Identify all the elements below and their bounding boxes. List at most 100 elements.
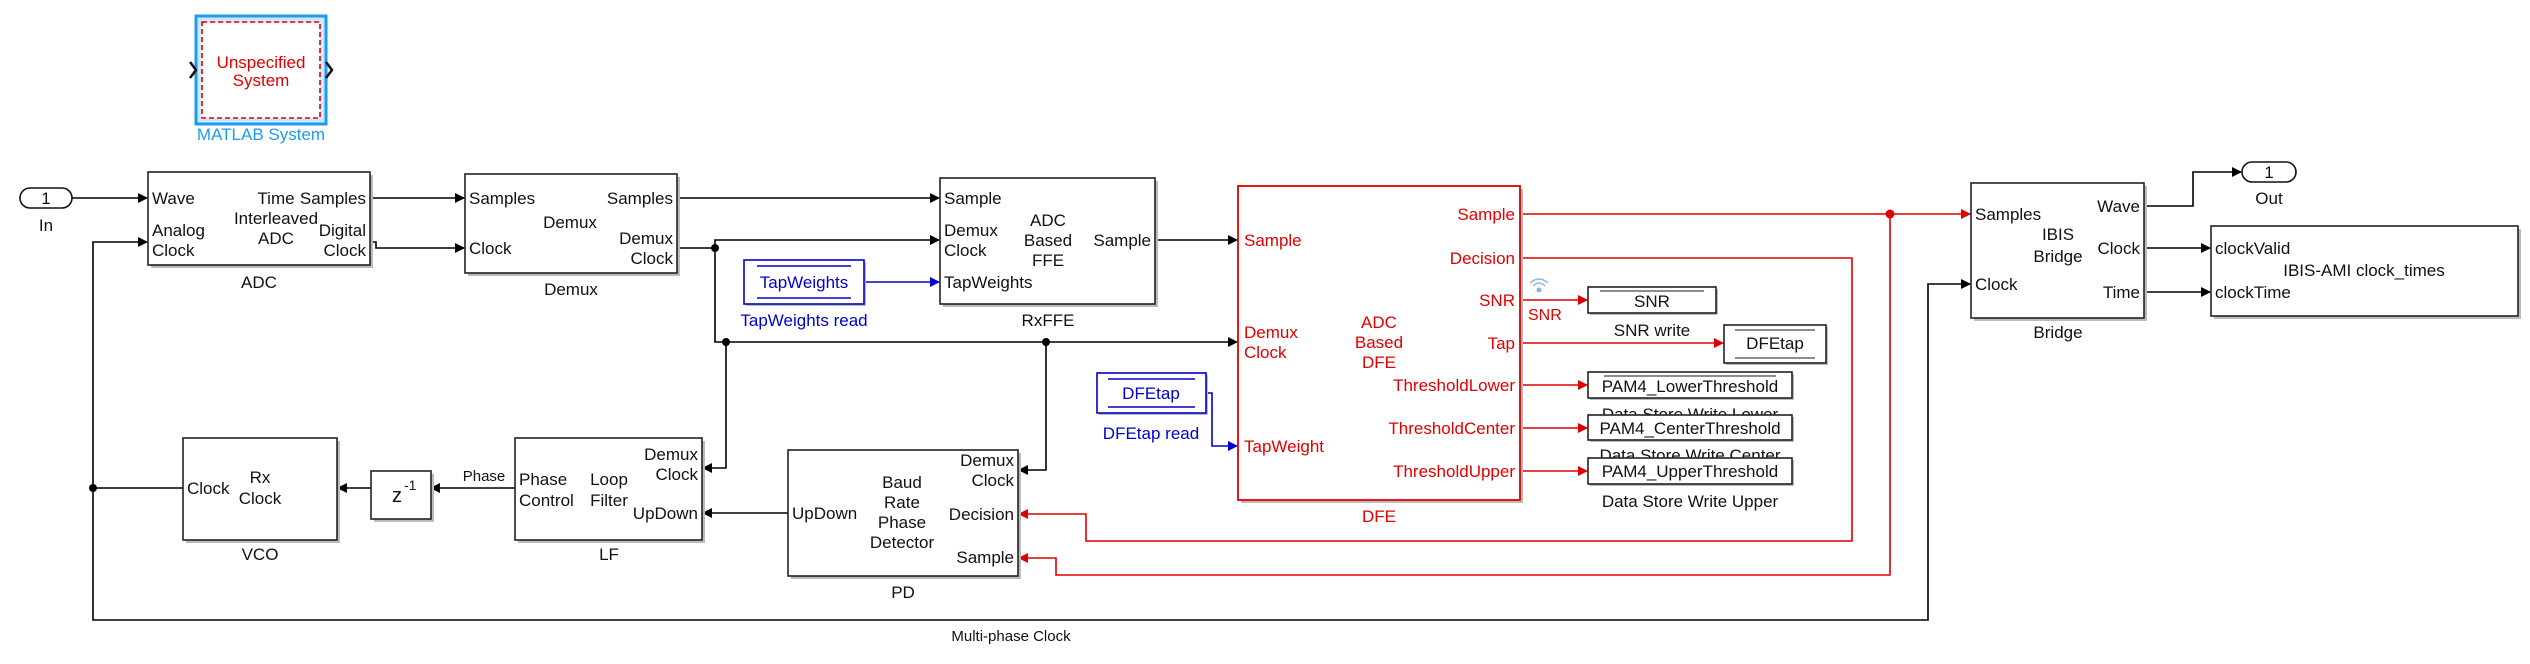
port-label: UpDown <box>792 504 857 523</box>
ds-write-upper-block[interactable]: PAM4_UpperThreshold <box>1587 457 1794 486</box>
datastore-name: PAM4_UpperThreshold <box>1602 462 1778 481</box>
bridge-label: Bridge <box>2033 323 2082 342</box>
block-title: Demux <box>543 213 597 232</box>
port-label: Analog <box>152 221 205 240</box>
port-label: TapWeights <box>944 273 1033 292</box>
port-label: Clock <box>187 479 230 498</box>
signal-logging-icon[interactable] <box>1529 278 1549 293</box>
dfetap-write-block[interactable]: DFEtap <box>1723 324 1828 365</box>
port-label: Time <box>2103 283 2140 302</box>
port-label: Sample <box>1244 231 1302 250</box>
rxffe-label: RxFFE <box>1022 311 1075 330</box>
block-title: Bridge <box>2033 247 2082 266</box>
clock-times-block[interactable]: clockValid clockTime IBIS-AMI clock_time… <box>2210 225 2521 319</box>
port-label: Wave <box>2097 197 2140 216</box>
port-label: Samples <box>1975 205 2041 224</box>
port-label: Demux <box>960 451 1014 470</box>
snr-signal-label: SNR <box>1528 307 1562 324</box>
datastore-name: DFEtap <box>1746 334 1804 353</box>
port-label: Demux <box>619 229 673 248</box>
matlab-system-text: System <box>233 71 290 90</box>
port-label: Sample <box>1093 231 1151 250</box>
adc-label: ADC <box>241 273 277 292</box>
datastore-name: SNR <box>1634 292 1670 311</box>
block-title: IBIS <box>2042 225 2074 244</box>
tapweights-read-label: TapWeights read <box>740 311 867 330</box>
block-title: Clock <box>239 489 282 508</box>
vco-block[interactable]: Clock Rx Clock <box>182 437 340 543</box>
port-label: UpDown <box>633 504 698 523</box>
port-label: ThresholdUpper <box>1393 462 1515 481</box>
datastore-name: TapWeights <box>760 273 849 292</box>
block-title: Baud <box>882 473 922 492</box>
port-label: Demux <box>1244 323 1298 342</box>
block-title: ADC <box>258 229 294 248</box>
dfetap-read-block[interactable]: DFEtap <box>1096 372 1208 415</box>
port-label: Clock <box>152 241 195 260</box>
block-title: Based <box>1024 231 1072 250</box>
block-title: Loop <box>590 470 628 489</box>
outport-out[interactable]: 1 <box>2241 161 2297 183</box>
unit-delay-block[interactable]: z -1 <box>370 470 434 522</box>
block-title: Rx <box>250 468 271 487</box>
bridge-block[interactable]: Samples Clock IBIS Bridge Wave Clock Tim… <box>1970 182 2147 321</box>
port-label: TapWeight <box>1244 437 1324 456</box>
port-label: SNR <box>1479 291 1515 310</box>
delay-exponent: -1 <box>404 477 417 493</box>
block-title: IBIS-AMI clock_times <box>2283 261 2445 280</box>
rxffe-block[interactable]: Sample Demux Clock TapWeights ADC Based … <box>939 177 1158 307</box>
lf-block[interactable]: Phase Control Loop Filter Demux Clock Up… <box>514 437 705 543</box>
port-label: Samples <box>607 189 673 208</box>
port-label: clockValid <box>2215 239 2290 258</box>
dfetap-read-label: DFEtap read <box>1103 424 1199 443</box>
datastore-name: PAM4_LowerThreshold <box>1602 377 1778 396</box>
port-label: Clock <box>630 249 673 268</box>
port-label: Control <box>519 491 574 510</box>
tapweights-read-block[interactable]: TapWeights <box>743 259 866 306</box>
snr-write-block[interactable]: SNR <box>1587 286 1718 315</box>
multiphase-clock-label: Multi-phase Clock <box>951 628 1071 645</box>
port-label: Clock <box>1975 275 2018 294</box>
demux-label: Demux <box>544 280 598 299</box>
ds-write-lower-block[interactable]: PAM4_LowerThreshold <box>1587 371 1794 400</box>
block-title: Phase <box>878 513 926 532</box>
phase-signal-label: Phase <box>463 468 506 485</box>
vco-label: VCO <box>242 545 279 564</box>
port-label: Phase <box>519 470 567 489</box>
ds-write-center-block[interactable]: PAM4_CenterThreshold <box>1587 414 1794 442</box>
port-label: Clock <box>1244 343 1287 362</box>
port-label: Clock <box>469 239 512 258</box>
input-port-chevron-icon <box>189 61 198 79</box>
inport-in[interactable]: 1 <box>19 187 73 209</box>
delay-z: z <box>392 485 402 507</box>
port-label: Tap <box>1488 334 1515 353</box>
block-title: Time <box>257 189 294 208</box>
inport-number: 1 <box>41 189 50 208</box>
matlab-system-block[interactable]: Unspecified System <box>189 14 334 126</box>
port-label: Digital <box>319 221 366 240</box>
port-label: Clock <box>2097 239 2140 258</box>
port-label: Sample <box>956 548 1014 567</box>
pd-block[interactable]: UpDown Baud Rate Phase Detector Demux Cl… <box>787 449 1021 579</box>
output-port-chevron-icon <box>325 61 334 79</box>
block-title: DFE <box>1362 353 1396 372</box>
snr-write-label: SNR write <box>1614 321 1691 340</box>
port-label: Clock <box>323 241 366 260</box>
demux-block[interactable]: Samples Clock Demux Samples Demux Clock <box>464 173 680 276</box>
port-label: Demux <box>944 221 998 240</box>
dfe-block[interactable]: Sample Demux Clock TapWeight ADC Based D… <box>1237 185 1523 503</box>
pd-label: PD <box>891 583 915 602</box>
port-label: Clock <box>971 471 1014 490</box>
matlab-system-text: Unspecified <box>217 53 306 72</box>
datastore-name: DFEtap <box>1122 384 1180 403</box>
block-title: ADC <box>1361 313 1397 332</box>
dfe-label: DFE <box>1362 507 1396 526</box>
block-title: Based <box>1355 333 1403 352</box>
lf-label: LF <box>599 545 619 564</box>
block-title: Detector <box>870 533 935 552</box>
port-label: ThresholdLower <box>1393 376 1515 395</box>
block-title: ADC <box>1030 211 1066 230</box>
adc-block[interactable]: Wave Analog Clock Time Interleaved ADC S… <box>147 171 373 268</box>
ds-write-upper-label: Data Store Write Upper <box>1602 492 1779 511</box>
